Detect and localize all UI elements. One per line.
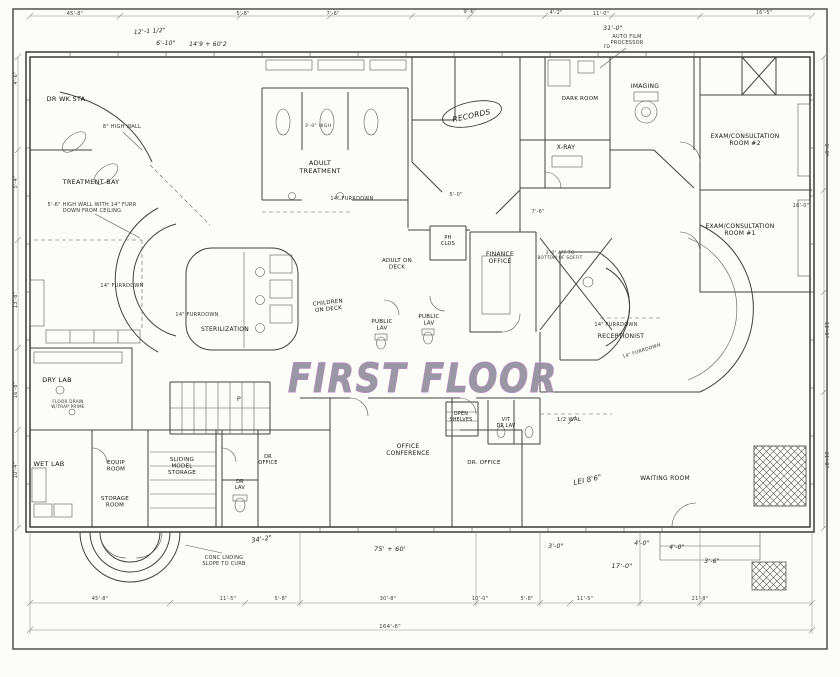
room-label-dr-wk-sta: DR WK STA bbox=[47, 95, 86, 103]
room-label-sterilization: STERILIZATION bbox=[201, 326, 249, 333]
dim-right-3: 12'-0" bbox=[823, 322, 829, 339]
hatched-areas bbox=[751, 445, 807, 591]
dim-left-3: 13'-8" bbox=[13, 292, 19, 309]
dim-bot-6: 5'-8" bbox=[520, 596, 533, 602]
hand-dim-4: 31'-0" bbox=[603, 25, 623, 32]
dim-bot-4: 30'-8" bbox=[380, 596, 397, 602]
room-label-imaging: IMAGING bbox=[631, 83, 659, 90]
dim-top-7: 16'-5" bbox=[756, 10, 773, 16]
dim-left-1: 4'-6" bbox=[13, 71, 19, 84]
room-label-children-on-deck: CHILDRENON DECK bbox=[313, 298, 344, 314]
hand-dim-1: 12'-1 1/2" bbox=[134, 27, 167, 36]
room-label-x-ray: X-RAY bbox=[557, 144, 576, 151]
hand-dim-11: 17'-0" bbox=[611, 562, 632, 570]
interior-walls bbox=[30, 56, 812, 527]
dim-bot-3: 5'-8" bbox=[274, 596, 287, 602]
records-circle bbox=[442, 100, 502, 128]
sheet-border bbox=[12, 8, 828, 650]
room-label-dry-lab: DRY LAB bbox=[42, 376, 72, 384]
note-stair-p: P bbox=[237, 395, 241, 403]
generated-detail-lines bbox=[14, 12, 828, 634]
room-label-waiting-room: WAITING ROOM bbox=[640, 475, 690, 482]
room-label-dark-room: DARK ROOM bbox=[562, 96, 599, 102]
note-furrdown-5: 14" FURRDOWN bbox=[622, 342, 662, 360]
floor-title: FIRST FLOOR bbox=[288, 356, 558, 402]
note-fd: FD bbox=[604, 44, 611, 50]
dim-left-4: 16'-8" bbox=[13, 382, 19, 399]
dim-overall: 164'-6" bbox=[379, 624, 401, 630]
dim-int-1: 7'-6" bbox=[531, 209, 544, 215]
dim-top-4: 9'-6" bbox=[463, 9, 476, 15]
dim-top-5: 4'-2" bbox=[549, 10, 562, 16]
dim-left-5: 10'-4" bbox=[13, 462, 19, 479]
door-swings bbox=[91, 141, 701, 559]
dim-bot-1: 45'-8" bbox=[92, 596, 109, 602]
hand-dim-12: 3'-6" bbox=[704, 558, 719, 565]
note-3-0-high: 3'-0" HIGH bbox=[305, 123, 331, 129]
dim-right-2: 3'-0" bbox=[823, 143, 829, 156]
hand-dim-7: LEI 8'6" bbox=[573, 473, 603, 487]
room-label-treatment-bay: TREATMENT BAY bbox=[62, 178, 120, 186]
dim-right-4: 21'-8" bbox=[823, 452, 829, 469]
room-label-wet-lab: WET LAB bbox=[34, 460, 65, 468]
soffit-lines bbox=[34, 164, 660, 415]
dim-top-2: 5'-8" bbox=[236, 11, 249, 17]
dim-int-2: 5'-0" bbox=[449, 192, 462, 198]
note-furrdown-4: 14" FURRDOWN bbox=[594, 322, 637, 328]
dimension-lines bbox=[17, 15, 825, 634]
dim-top-1: 45'-8" bbox=[67, 11, 84, 17]
dim-top-6: 11'-0" bbox=[593, 11, 610, 17]
dim-right-1: 16'-0" bbox=[793, 203, 810, 209]
room-label-receptionist: RECEPTIONIST bbox=[598, 333, 645, 340]
hand-dim-9: 4'-0" bbox=[634, 540, 649, 547]
hand-dim-2: 6'-10" bbox=[156, 40, 176, 47]
hand-dim-6: 75' + 60' bbox=[374, 545, 406, 553]
hand-dim-3: 14'9 + 60'2 bbox=[189, 41, 227, 48]
room-label-dr-office: DR. OFFICE bbox=[467, 460, 501, 466]
dim-bot-2: 11'-5" bbox=[220, 596, 237, 602]
dim-bot-7: 11'-5" bbox=[577, 596, 594, 602]
hand-dim-5: 34'-2" bbox=[251, 534, 273, 545]
dim-bot-5: 10'-0" bbox=[472, 596, 489, 602]
dim-top-3: 7'-6" bbox=[326, 11, 339, 17]
note-furrdown-3: 14" FURRDOWN bbox=[330, 196, 373, 202]
note-half-wall: 1/2 WAL bbox=[557, 417, 582, 423]
hand-dim-10: 4'-0" bbox=[669, 544, 684, 551]
note-8in-high-wall: 8" HIGH WALL bbox=[103, 124, 141, 130]
dim-bot-8: 21'-8" bbox=[692, 596, 709, 602]
hand-dim-8: 3'-0" bbox=[548, 543, 563, 550]
note-furrdown-2: 14" FURRDOWN bbox=[175, 312, 218, 318]
hand-records: RECORDS bbox=[452, 107, 492, 124]
note-furrdown-1: 14" FURRDOWN bbox=[100, 283, 143, 289]
dim-left-2: 5'-4" bbox=[13, 175, 19, 188]
curved-walls bbox=[79, 207, 754, 583]
exterior-walls bbox=[25, 51, 815, 533]
fixtures bbox=[29, 59, 811, 561]
leader-lines bbox=[94, 47, 627, 554]
